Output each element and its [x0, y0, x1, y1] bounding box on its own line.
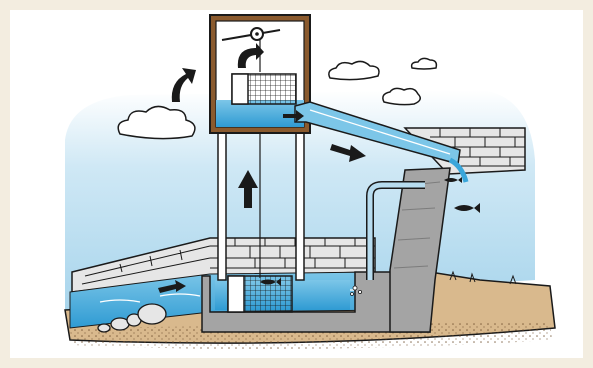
hoist-cage-top: [232, 74, 296, 104]
hoist-cage-bottom: [228, 276, 292, 312]
fish-lift-illustration: [10, 10, 583, 358]
diagram-panel: [10, 10, 583, 358]
